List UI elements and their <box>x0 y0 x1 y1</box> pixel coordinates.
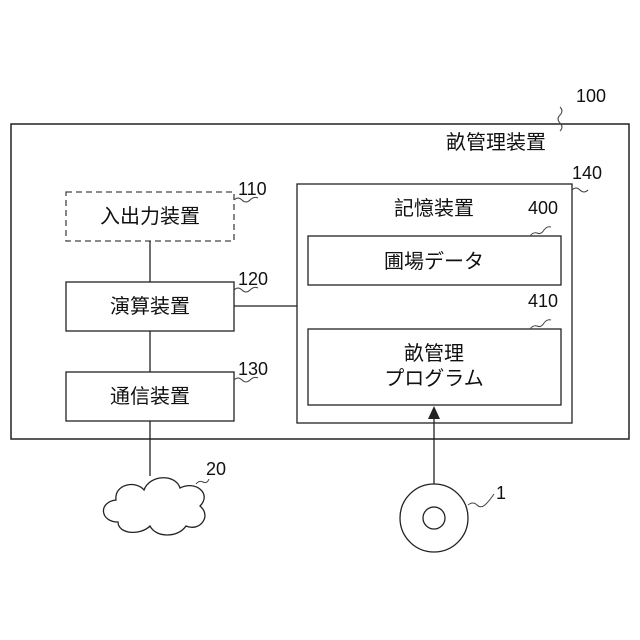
ref-1: 1 <box>496 484 506 502</box>
ref-20: 20 <box>206 460 226 478</box>
outer-title: 畝管理装置 <box>446 132 546 152</box>
field-data-label: 圃場データ <box>384 251 484 271</box>
network-cloud-icon <box>103 478 204 535</box>
ref-400: 400 <box>528 199 558 217</box>
ref-130: 130 <box>238 360 268 378</box>
leader-100 <box>558 107 562 131</box>
cpu-label: 演算装置 <box>110 296 190 316</box>
ref-110: 110 <box>238 180 267 198</box>
ref-410: 410 <box>528 292 558 310</box>
leader-140 <box>572 188 588 192</box>
io-label: 入出力装置 <box>100 206 200 226</box>
program-label-line1: 畝管理 <box>404 343 464 363</box>
comm-label: 通信装置 <box>110 386 190 406</box>
ref-140: 140 <box>572 164 602 182</box>
leader-20 <box>196 479 209 484</box>
ref-100: 100 <box>576 87 606 105</box>
storage-label: 記憶装置 <box>394 198 474 218</box>
disc-hole <box>423 507 445 529</box>
ref-120: 120 <box>238 270 268 288</box>
leader-1 <box>468 494 494 507</box>
program-label-line2: プログラム <box>384 368 483 388</box>
